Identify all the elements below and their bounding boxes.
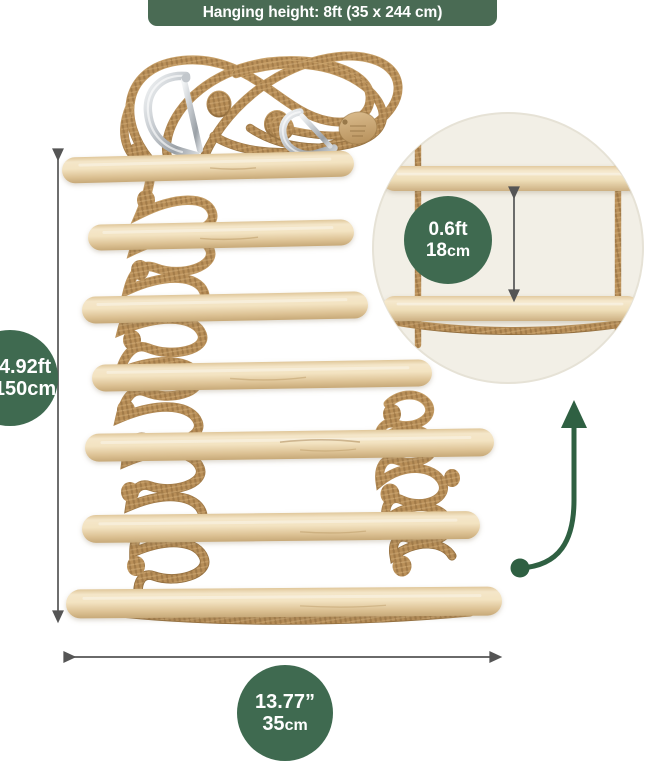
rung (92, 359, 432, 392)
rung-spacing-badge: 0.6ft 18cm (404, 196, 492, 284)
height-badge-feet: 4.92ft (0, 355, 52, 378)
rung (62, 150, 354, 184)
width-badge-cm-unit: cm (284, 717, 308, 734)
height-badge-cm: 150cm (0, 378, 57, 400)
width-badge-cm-value: 35 (262, 713, 285, 735)
rung-spacing-feet: 0.6ft (428, 218, 468, 240)
rung (85, 428, 494, 462)
rung (88, 219, 354, 251)
rung (82, 291, 368, 324)
width-badge: 13.77” 35cm (237, 665, 333, 761)
rung (66, 586, 502, 619)
rung-spacing-cm-unit: cm (447, 243, 471, 260)
magnified-rung-detail (372, 112, 644, 384)
hanging-height-banner: Hanging height: 8ft (35 x 244 cm) (148, 0, 497, 26)
hanging-height-label: Hanging height: 8ft (35 x 244 cm) (202, 3, 443, 21)
suspension-rope-assembly (120, 51, 403, 180)
brand-tag (338, 111, 378, 145)
inset-callout-arrow (510, 400, 587, 578)
width-badge-cm: 35cm (262, 713, 307, 735)
rung-knots (117, 190, 460, 577)
width-badge-inches: 13.77” (254, 690, 316, 713)
rung-spacing-cm: 18cm (426, 240, 470, 261)
rung (82, 511, 480, 543)
rung-spacing-cm-value: 18 (425, 240, 447, 261)
ladder-rungs (62, 150, 502, 619)
carabiner-icon (143, 71, 203, 161)
